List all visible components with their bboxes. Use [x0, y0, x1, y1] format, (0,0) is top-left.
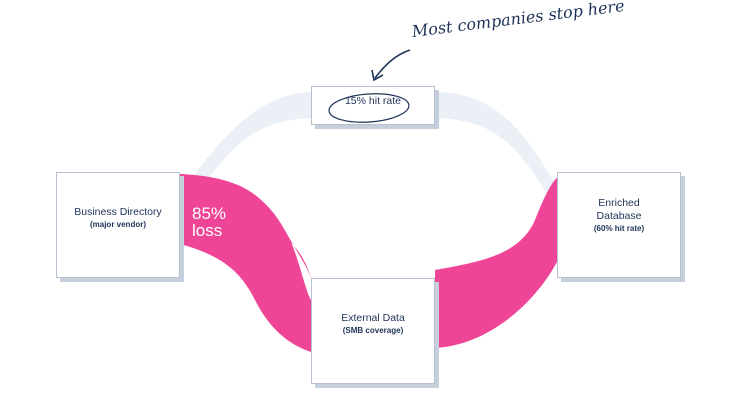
enriched-database-box: Enriched Database (60% hit rate)	[557, 172, 681, 278]
external-data-subtitle: (SMB coverage)	[342, 325, 404, 335]
hit-rate-box: 15% hit rate	[311, 86, 435, 125]
external-data-title: External Data	[341, 311, 405, 324]
loss-label: 85% loss	[192, 204, 227, 240]
enriched-database-subtitle: (60% hit rate)	[593, 224, 645, 233]
business-directory-subtitle: (major vendor)	[89, 219, 146, 229]
business-directory-box: Business Directory (major vendor)	[56, 172, 180, 278]
external-data-box: External Data (SMB coverage)	[311, 278, 435, 384]
business-directory-title: Business Directory	[74, 205, 162, 218]
upper-flow-path	[180, 92, 562, 196]
enriched-database-title: Enriched Database	[596, 197, 642, 222]
hit-rate-label: 15% hit rate	[344, 95, 402, 107]
lower-flow-body	[180, 174, 311, 352]
